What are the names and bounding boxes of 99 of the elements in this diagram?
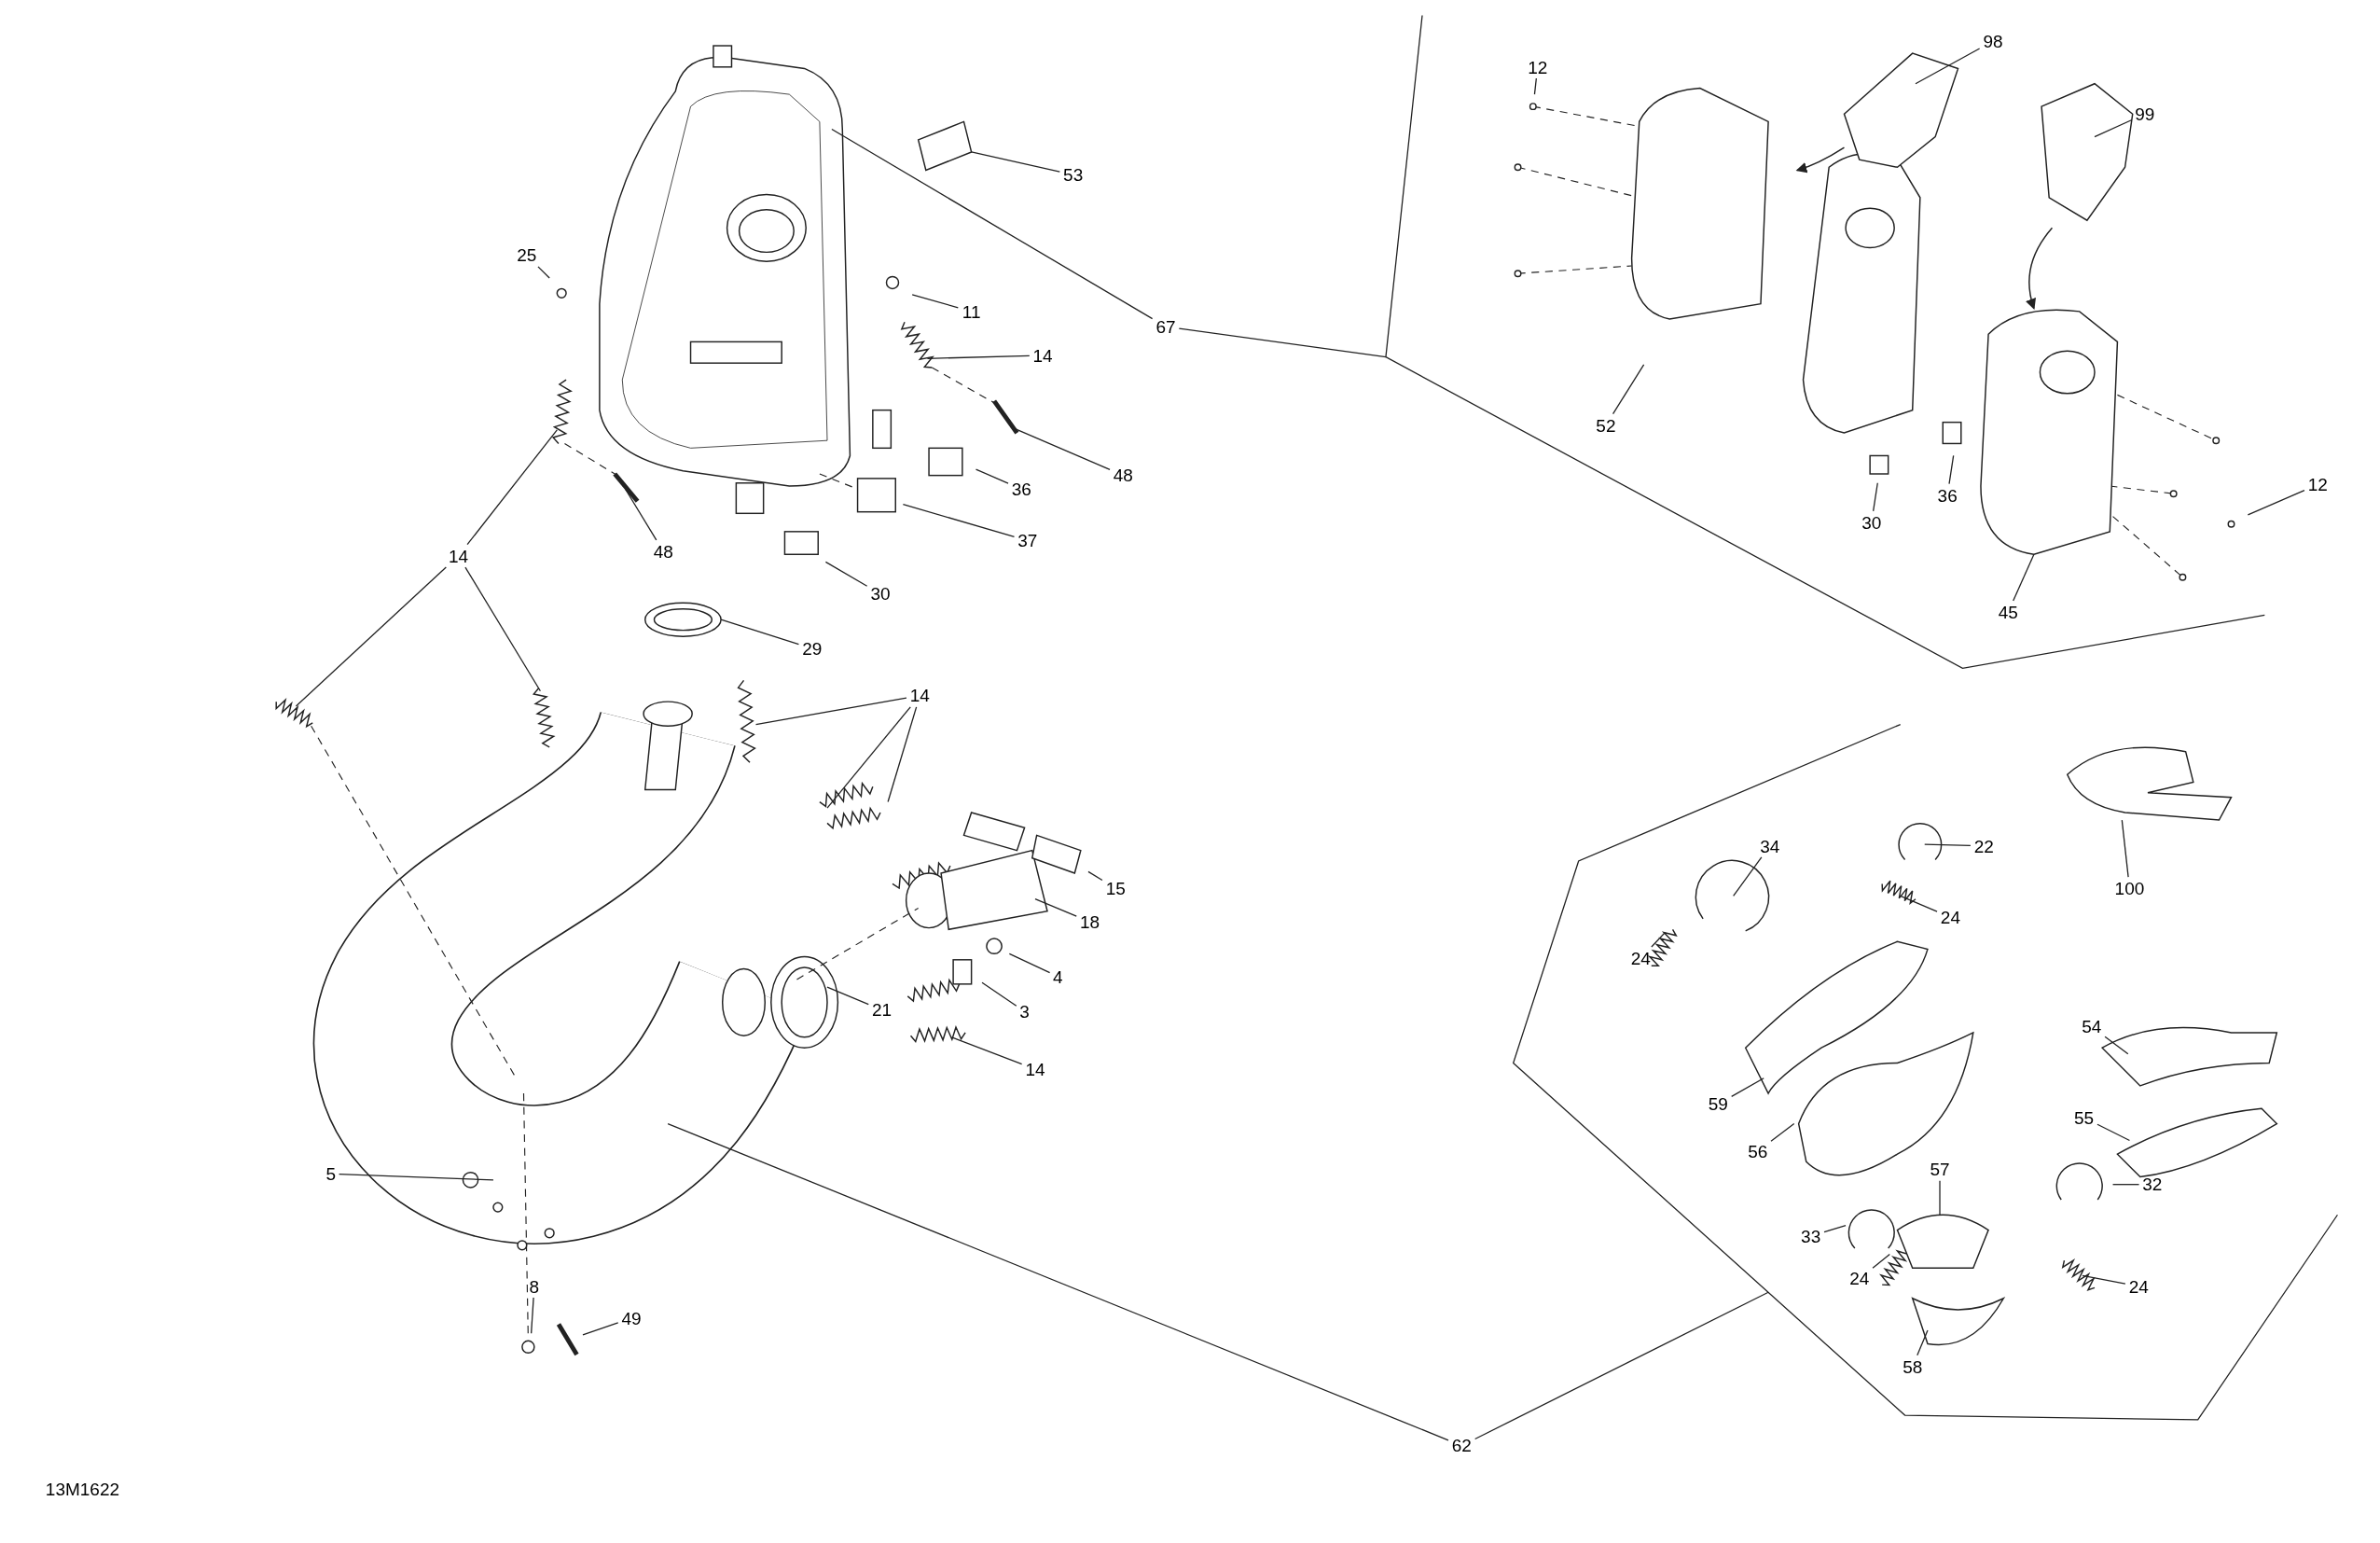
leader-line xyxy=(295,566,447,707)
callout-number: 24 xyxy=(1849,1269,1870,1287)
callout-number: 3 xyxy=(1019,1002,1030,1021)
leader-line xyxy=(1178,327,1387,358)
leader-line xyxy=(887,706,918,803)
leader-line xyxy=(1948,454,1955,485)
callout-number: 67 xyxy=(1155,317,1176,336)
callout-number: 37 xyxy=(1017,531,1038,549)
drawing-number: 13M1622 xyxy=(45,1480,120,1498)
leader-line xyxy=(754,697,907,726)
leader-line xyxy=(1900,895,1938,912)
callout-number: 30 xyxy=(1861,513,1882,532)
leader-line xyxy=(1733,856,1763,897)
leader-line xyxy=(1939,1180,1941,1216)
callout-number: 12 xyxy=(2307,475,2328,493)
callout-number: 48 xyxy=(1113,466,1133,484)
leader-line xyxy=(720,619,800,646)
leader-line xyxy=(1013,427,1111,471)
callout-number: 98 xyxy=(1983,32,2003,50)
leader-line xyxy=(1924,843,1972,847)
leader-line xyxy=(464,566,542,692)
leader-line xyxy=(911,294,959,309)
callout-number: 55 xyxy=(2074,1108,2095,1127)
callout-number: 48 xyxy=(653,542,673,561)
callout-number: 14 xyxy=(448,547,469,565)
leader-line xyxy=(1087,870,1103,882)
leader-line xyxy=(826,986,869,1006)
leader-line xyxy=(1872,1253,1890,1269)
leader-line xyxy=(1731,1077,1764,1097)
leader-line xyxy=(826,706,911,809)
callout-number: 14 xyxy=(1025,1060,1045,1078)
callout-number: 54 xyxy=(2082,1017,2102,1036)
leader-line xyxy=(1916,1329,1929,1356)
callout-number: 25 xyxy=(517,245,537,264)
leader-line xyxy=(2013,553,2035,602)
callout-number: 34 xyxy=(1760,837,1780,855)
leader-line xyxy=(1651,931,1667,948)
callout-number: 49 xyxy=(621,1309,642,1328)
leader-line xyxy=(975,468,1009,484)
callout-number: 5 xyxy=(325,1164,337,1183)
callout-number: 4 xyxy=(1053,967,1063,985)
callout-number: 36 xyxy=(1011,480,1031,498)
leader-line xyxy=(1612,364,1645,415)
leader-line xyxy=(1474,1291,1769,1440)
callout-number: 62 xyxy=(1451,1436,1472,1454)
callout-number: 21 xyxy=(872,1000,892,1019)
leader-line xyxy=(2111,1184,2140,1186)
callout-number: 15 xyxy=(1105,879,1126,897)
callout-number: 53 xyxy=(1063,165,1084,184)
callout-number: 56 xyxy=(1748,1142,1768,1161)
leader-line xyxy=(981,981,1017,1007)
leader-line xyxy=(1823,1225,1847,1233)
callout-number: 100 xyxy=(2114,879,2145,897)
callout-number: 24 xyxy=(2128,1277,2149,1296)
leader-line xyxy=(902,503,1016,538)
leader-line xyxy=(537,266,550,279)
callout-number: 57 xyxy=(1930,1160,1950,1178)
callout-number: 36 xyxy=(1937,486,1958,505)
leader-line xyxy=(950,1036,1023,1065)
leader-line xyxy=(1008,952,1051,974)
leader-line xyxy=(1915,48,1981,85)
leader-line xyxy=(971,151,1060,173)
callout-number: 14 xyxy=(909,686,930,704)
leader-line xyxy=(831,128,1154,320)
callout-number: 59 xyxy=(1708,1094,1728,1113)
callout-number: 22 xyxy=(1973,837,1994,855)
callout-number: 32 xyxy=(2142,1175,2163,1193)
leader-line xyxy=(624,488,657,541)
leader-line xyxy=(2247,489,2305,516)
leader-line xyxy=(1034,898,1077,917)
callout-number: 24 xyxy=(1630,949,1651,967)
leader-line xyxy=(2096,1123,2131,1142)
callout-number: 52 xyxy=(1596,416,1616,435)
leader-line xyxy=(338,1174,494,1181)
callout-number: 12 xyxy=(1528,58,1548,76)
callout-number: 33 xyxy=(1801,1227,1821,1245)
leader-line xyxy=(2121,819,2129,878)
leader-line xyxy=(582,1322,619,1336)
leader-line xyxy=(2104,1036,2129,1055)
leader-line xyxy=(1770,1122,1795,1142)
leader-line xyxy=(667,1122,1449,1441)
callout-number: 58 xyxy=(1903,1357,1923,1376)
callout-number: 11 xyxy=(962,302,981,321)
leader-line xyxy=(531,1297,534,1334)
callout-number: 24 xyxy=(1940,908,1960,926)
leader-line xyxy=(2094,119,2133,138)
leader-line xyxy=(1873,482,1878,512)
callout-number: 14 xyxy=(1032,346,1053,365)
leader-line xyxy=(824,561,868,587)
callout-number: 30 xyxy=(870,584,891,603)
leader-line xyxy=(926,354,1031,359)
callout-number: 18 xyxy=(1080,912,1100,931)
leader-line xyxy=(2082,1274,2126,1285)
callout-number: 29 xyxy=(802,639,823,658)
leader-line xyxy=(1533,77,1537,95)
leader-line xyxy=(466,429,558,546)
callout-number: 45 xyxy=(1998,603,2018,621)
callout-number: 99 xyxy=(2135,104,2155,123)
callout-number: 8 xyxy=(529,1277,540,1296)
